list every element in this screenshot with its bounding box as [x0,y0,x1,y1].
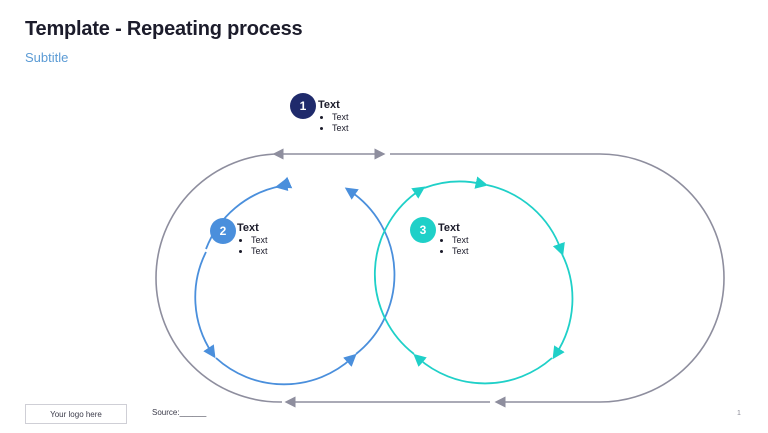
logo-placeholder-label: Your logo here [50,409,102,419]
list-item: Text [452,235,469,246]
step-1-heading: Text [318,99,340,111]
step-badge-3[interactable]: 3 [410,217,436,243]
step-label-2: Text Text Text [237,221,268,257]
logo-placeholder: Your logo here [25,404,127,424]
step-2-heading: Text [237,222,259,234]
step-label-1: Text Text Text [318,98,349,134]
step-1-bullets: Text Text [318,112,349,134]
step-3-heading: Text [438,222,460,234]
right-process-circle [373,176,574,385]
page-number: 1 [737,410,741,417]
outer-track [155,148,725,408]
list-item: Text [332,112,349,123]
step-badge-2[interactable]: 2 [210,218,236,244]
list-item: Text [251,246,268,257]
left-circle-arrowheads [278,176,293,189]
step-label-3: Text Text Text [438,221,469,257]
list-item: Text [452,246,469,257]
page-subtitle: Subtitle [25,50,69,65]
step-3-bullets: Text Text [438,235,469,257]
step-2-bullets: Text Text [237,235,268,257]
list-item: Text [332,123,349,134]
source-label: Source:______ [152,408,207,417]
list-item: Text [251,235,268,246]
left-process-circle [194,178,396,386]
step-badge-1[interactable]: 1 [290,93,316,119]
page-title: Template - Repeating process [25,18,303,40]
